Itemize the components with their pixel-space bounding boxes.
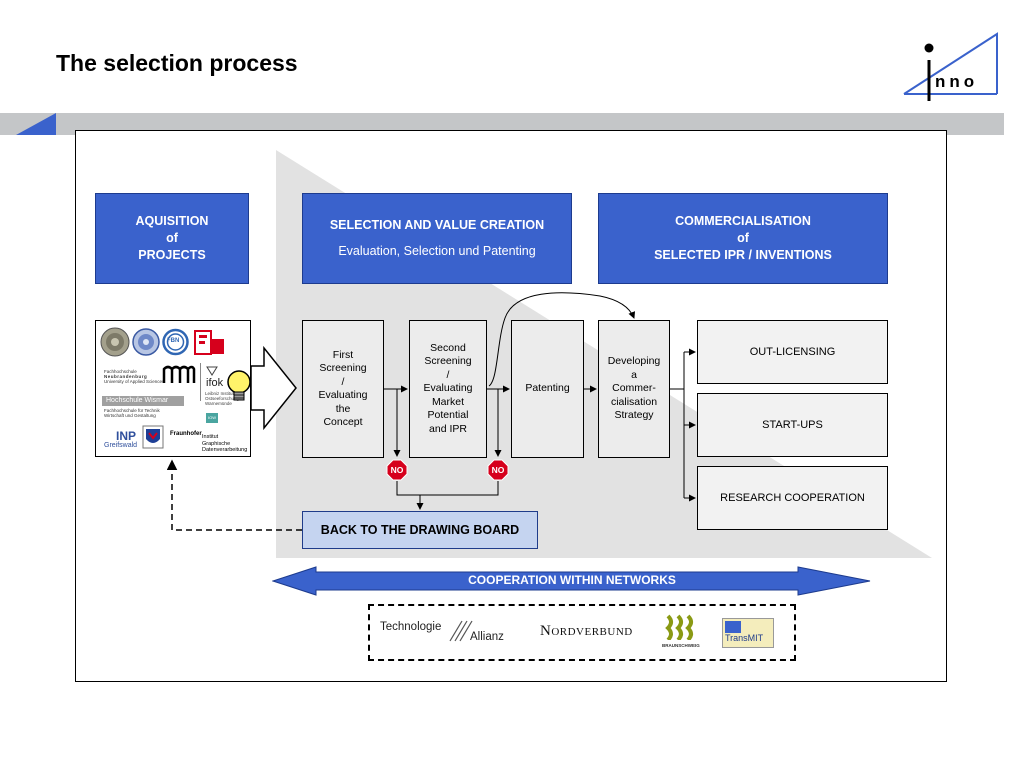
- step2-l1: Second: [430, 341, 466, 354]
- wismar-sub-line2: Wirtschaft und Gestaltung: [104, 413, 156, 418]
- wismar-label: Hochschule Wismar: [102, 396, 184, 406]
- ifok-sub: Leibniz Institut für Ostseeforschung War…: [205, 391, 250, 406]
- no-label-1: NO: [390, 465, 404, 475]
- acquisition-arrow: [250, 345, 298, 431]
- inp-label: INP: [116, 429, 137, 443]
- step2-l7: and IPR: [429, 422, 467, 435]
- no-stop-sign-1: NO: [386, 459, 408, 481]
- cooperation-label: COOPERATION WITHIN NETWORKS: [468, 573, 676, 587]
- fh-nb-line1: Fachhochschule: [104, 369, 137, 374]
- inno-logo: nno: [900, 32, 1004, 104]
- step-developing-strategy: Developing a Commer- cialisation Strateg…: [598, 320, 670, 458]
- fh-nb-line2: Neubrandenburg: [104, 374, 148, 379]
- outcome-start-ups: START-UPS: [697, 393, 888, 457]
- page-title: The selection process: [56, 50, 298, 76]
- mv-crest-icon: [142, 425, 164, 449]
- header-band: [0, 113, 1004, 135]
- outcome-out-licensing: OUT-LICENSING: [697, 320, 888, 384]
- ifok-sub-line2: Ostseeforschung Warnemünde: [205, 396, 240, 406]
- step-patenting: Patenting: [511, 320, 584, 458]
- transmit-mark-icon: [725, 621, 741, 633]
- selection-line2: Evaluation, Selection und Patenting: [338, 244, 536, 258]
- transmit-logo: TransMIT: [722, 618, 774, 648]
- acquisition-header: AQUISITION of PROJECTS: [95, 193, 249, 284]
- no-label-2: NO: [491, 465, 505, 475]
- step-second-screening: Second Screening / Evaluating Market Pot…: [409, 320, 487, 458]
- commercialisation-line3: SELECTED IPR / INVENTIONS: [654, 248, 832, 262]
- outcome-research-cooperation: RESEARCH COOPERATION: [697, 466, 888, 530]
- inp-sub: Greifswald: [104, 442, 138, 449]
- step2-l4: Evaluating: [423, 382, 473, 395]
- cooperation-arrow: COOPERATION WITHIN NETWORKS: [271, 566, 872, 596]
- step-first-screening: First Screening / Evaluating the Concept: [302, 320, 384, 458]
- acquisition-line3: PROJECTS: [138, 248, 206, 262]
- step4-l4: cialisation: [610, 395, 658, 408]
- commercialisation-header: COMMERCIALISATION of SELECTED IPR / INVE…: [598, 193, 888, 284]
- step1-l1: First: [332, 348, 354, 361]
- inno-logo-text: nno: [935, 72, 979, 91]
- acquisition-line1: AQUISITION: [135, 214, 209, 228]
- braunschweig-label: BRAUNSCHWEIG: [662, 643, 700, 648]
- fh-nb-text: Fachhochschule Neubrandenburg University…: [104, 369, 164, 384]
- selection-line1: SELECTION AND VALUE CREATION: [329, 218, 545, 232]
- stop-octagon-icon: [386, 459, 408, 481]
- fh-logo-icon: [194, 330, 224, 355]
- institution-logos: FBN Fachhochschule Neubrandenburg Univer…: [95, 320, 251, 457]
- fh-nb-line3: University of Applied Sciences: [104, 379, 165, 384]
- step2-l5: Market: [431, 395, 465, 408]
- logo-divider: [200, 363, 201, 401]
- igd-line2: Graphische: [202, 440, 231, 447]
- step1-l4: Evaluating: [318, 389, 368, 401]
- step2-l6: Potential: [427, 409, 469, 422]
- lightbulb-icon: [227, 370, 251, 401]
- stop-octagon-icon: [487, 459, 509, 481]
- fbn-label: FBN: [167, 338, 180, 344]
- step4-l5: Strategy: [614, 409, 654, 422]
- transmit-label: TransMIT: [725, 633, 764, 643]
- braunschweig-logo-icon: [665, 614, 693, 640]
- university-seal-blue-icon: [132, 328, 160, 356]
- partner-logos: Technologie Allianz Nordverbund BRAUNSCH…: [368, 604, 796, 661]
- igd-line1: Institut: [202, 434, 219, 440]
- step4-l1: Developing: [607, 355, 661, 368]
- step1-l5: the: [335, 402, 351, 415]
- band-accent: [16, 113, 56, 135]
- ifok-sub-line1: Leibniz Institut für: [205, 391, 241, 396]
- step1-l2: Screening: [319, 362, 367, 374]
- mmm-logo-icon: [162, 365, 196, 383]
- allianz-label: Allianz: [470, 631, 504, 643]
- wismar-sub: Fachhochschule für Technik Wirtschaft un…: [104, 408, 160, 418]
- wismar-sub-line1: Fachhochschule für Technik: [104, 408, 160, 413]
- nordverbund-label: Nordverbund: [540, 623, 633, 639]
- step4-l2: a: [631, 368, 637, 381]
- ifok-label: ifok: [206, 377, 224, 389]
- fbn-logo-icon: [162, 328, 189, 356]
- step3-label: Patenting: [525, 382, 570, 395]
- commercialisation-line1: COMMERCIALISATION: [675, 214, 811, 228]
- step1-l6: Concept: [323, 416, 363, 428]
- step4-l3: Commer-: [612, 382, 656, 395]
- slash-mark-icon: [449, 620, 473, 642]
- step2-l2: Screening: [424, 355, 472, 368]
- igd-line3: Datenverarbeitung: [202, 447, 248, 453]
- ifok-emblem-icon: [206, 366, 218, 376]
- university-seal-icon: [100, 327, 130, 357]
- commercialisation-line2: of: [737, 231, 749, 245]
- acquisition-line2: of: [166, 231, 178, 245]
- fraunhofer-label: Fraunhofer: [170, 431, 202, 437]
- selection-header: SELECTION AND VALUE CREATION Evaluation,…: [302, 193, 572, 284]
- technologie-label: Technologie: [380, 621, 442, 633]
- no-stop-sign-2: NO: [487, 459, 509, 481]
- step2-l3: /: [446, 368, 450, 381]
- igd-label: Institut Graphische Datenverarbeitung: [202, 434, 247, 454]
- back-to-drawing-board: BACK TO THE DRAWING BOARD: [302, 511, 538, 549]
- step1-l3: /: [341, 375, 345, 388]
- iow-logo: IOW: [206, 413, 218, 423]
